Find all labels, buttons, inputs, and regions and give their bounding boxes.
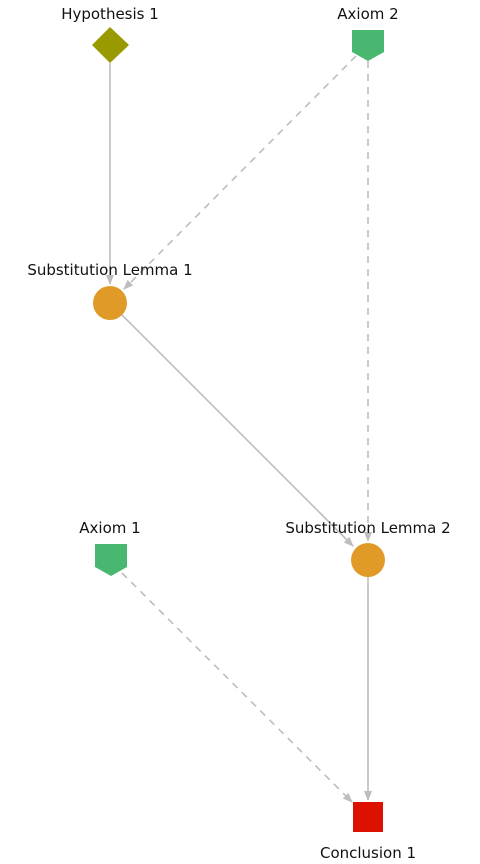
- circle-icon: [351, 543, 385, 577]
- diamond-icon: [92, 27, 129, 63]
- node-label-hypothesis-1: Hypothesis 1: [61, 5, 159, 23]
- shield-icon: [352, 30, 384, 61]
- node-label-conclusion-1: Conclusion 1: [320, 844, 416, 862]
- nodes-layer: Hypothesis 1 Axiom 2 Substitution Lemma …: [27, 5, 450, 862]
- node-substitution-lemma-1[interactable]: Substitution Lemma 1: [27, 261, 193, 320]
- edge-axiom1-to-conclusion1: [121, 572, 353, 803]
- node-label-axiom-1: Axiom 1: [79, 519, 140, 537]
- node-substitution-lemma-2[interactable]: Substitution Lemma 2: [285, 519, 451, 577]
- square-icon: [353, 802, 383, 832]
- edge-lemma1-to-lemma2: [121, 314, 354, 547]
- shield-icon: [95, 544, 127, 576]
- circle-icon: [93, 286, 127, 320]
- node-axiom-2[interactable]: Axiom 2: [337, 5, 399, 61]
- edges-layer: [106, 55, 372, 803]
- node-axiom-1[interactable]: Axiom 1: [79, 519, 141, 576]
- node-label-axiom-2: Axiom 2: [337, 5, 398, 23]
- node-label-substitution-lemma-1: Substitution Lemma 1: [27, 261, 192, 279]
- node-conclusion-1[interactable]: Conclusion 1: [320, 802, 416, 862]
- edge-axiom2-to-lemma1: [123, 55, 357, 290]
- node-hypothesis-1[interactable]: Hypothesis 1: [61, 5, 159, 63]
- node-label-substitution-lemma-2: Substitution Lemma 2: [285, 519, 450, 537]
